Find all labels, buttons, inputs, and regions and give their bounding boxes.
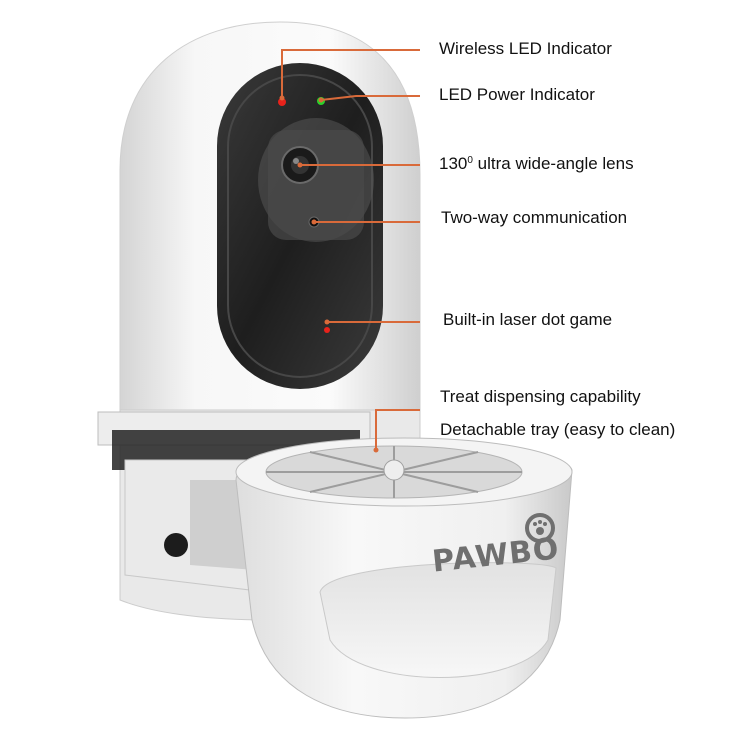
label-wireless-led: Wireless LED Indicator <box>439 39 612 58</box>
label-lens-text: ultra wide-angle lens <box>472 154 634 173</box>
camera-face <box>217 63 383 389</box>
callout-line-wireless-led <box>281 49 420 98</box>
label-two-way: Two-way communication <box>441 208 628 227</box>
callout-line-tray <box>375 409 420 450</box>
label-tray: Detachable tray (easy to clean) <box>440 420 676 439</box>
callout-line-power-led <box>320 95 420 101</box>
label-lens-number: 130 <box>439 154 468 173</box>
paw-logo-icon <box>525 513 555 543</box>
label-laser: Built-in laser dot game <box>443 310 613 329</box>
wireless-led-dot <box>278 98 286 106</box>
detachable-tray <box>235 437 573 719</box>
callout-lines <box>281 49 420 450</box>
label-lens: 1300 ultra wide-angle lens <box>439 151 634 174</box>
label-lens-degree: 0 <box>467 155 473 166</box>
label-power-led: LED Power Indicator <box>439 85 595 104</box>
label-treat: Treat dispensing capability <box>440 387 641 406</box>
laser-dot <box>324 327 330 333</box>
